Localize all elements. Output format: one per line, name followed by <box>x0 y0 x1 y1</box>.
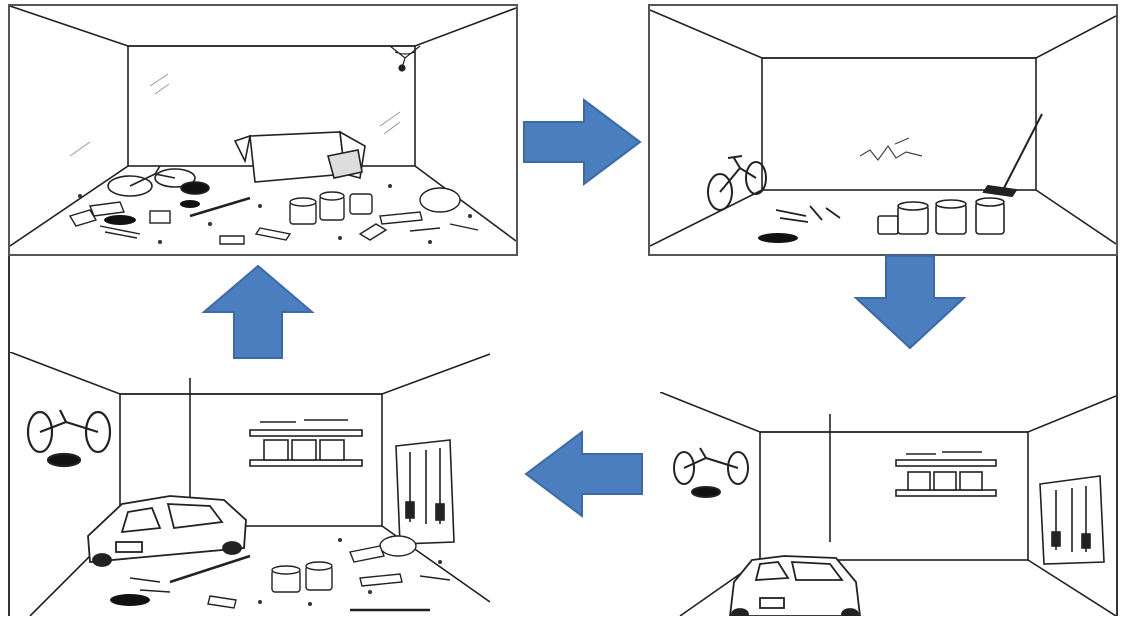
paint-can-icon <box>878 198 1004 234</box>
oil-stain <box>110 594 150 606</box>
bicycle-icon <box>28 410 110 466</box>
box-icon <box>235 132 365 182</box>
arrow-up-icon <box>200 264 316 360</box>
shelf-icon <box>896 452 996 496</box>
oil-stain <box>104 215 136 225</box>
paint-can-icon <box>290 192 372 224</box>
ceiling-lines <box>660 392 1116 432</box>
cluttered-again-garage-drawing <box>10 352 490 616</box>
bicycle-icon <box>108 166 209 196</box>
ceiling-lines <box>10 6 516 46</box>
arrow-left-icon <box>522 428 646 520</box>
messy-garage-drawing <box>10 6 516 254</box>
back-wall <box>762 58 1036 190</box>
oil-stain <box>758 233 798 243</box>
broom-icon <box>984 114 1042 196</box>
cluttered-again-garage-panel <box>10 352 490 616</box>
cleared-garage-panel <box>648 4 1118 256</box>
paint-can-icon <box>272 562 332 592</box>
messy-garage-panel <box>8 4 518 256</box>
arrow-down-icon <box>852 254 968 350</box>
organized-garage-panel <box>660 392 1116 616</box>
tool-rack-icon <box>396 440 454 544</box>
ceiling-lines <box>650 10 1116 58</box>
cleared-garage-drawing <box>650 6 1116 254</box>
car-icon <box>730 556 860 616</box>
organized-garage-drawing <box>660 392 1116 616</box>
bicycle-icon <box>674 448 748 497</box>
tool-rack-icon <box>1040 476 1104 564</box>
shelf-icon <box>250 420 362 466</box>
car-icon <box>88 496 246 566</box>
arrow-right-icon <box>520 96 644 188</box>
